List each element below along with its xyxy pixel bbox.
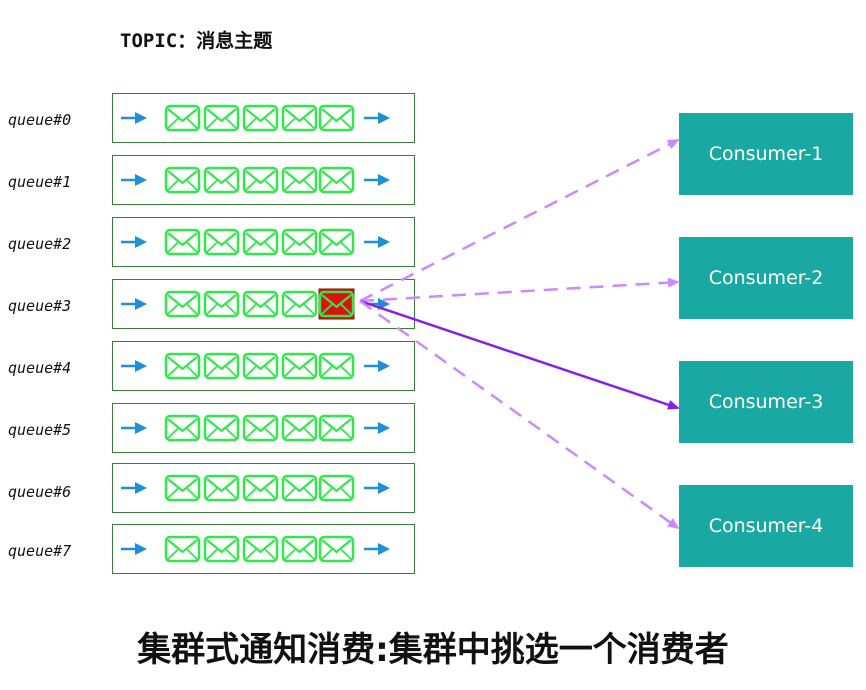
consumer-box: Consumer-2: [679, 237, 853, 319]
envelope-icon: [242, 104, 279, 132]
right-arrow-icon: [364, 174, 390, 186]
queue-label: queue#3: [8, 297, 72, 315]
right-arrow-icon: [121, 482, 147, 494]
right-arrow-icon: [121, 174, 147, 186]
dispatch-arrow-dashed: [359, 299, 680, 530]
envelope-icon: [281, 535, 318, 563]
envelope-icon: [242, 535, 279, 563]
dispatch-arrow-dashed: [359, 277, 680, 303]
dispatch-arrow-solid: [359, 299, 680, 410]
consumer-label: Consumer-2: [708, 267, 824, 289]
envelope-icon: [203, 290, 240, 318]
envelope-icon: [318, 352, 355, 380]
right-arrow-icon: [121, 298, 147, 310]
queue-label: queue#1: [8, 173, 72, 191]
envelope-icon: [281, 166, 318, 194]
envelope-icon: [203, 414, 240, 442]
envelope-icon: [318, 288, 355, 320]
envelope-icon: [242, 352, 279, 380]
right-arrow-icon: [121, 236, 147, 248]
envelope-icon: [281, 104, 318, 132]
envelope-icon: [281, 414, 318, 442]
envelope-icon: [281, 352, 318, 380]
footer-caption: 集群式通知消费:集群中挑选一个消费者: [137, 630, 729, 670]
consumer-box: Consumer-4: [679, 485, 853, 567]
queue-label: queue#6: [8, 483, 72, 501]
envelope-icon: [242, 414, 279, 442]
envelope-icon: [203, 104, 240, 132]
envelope-icon: [203, 474, 240, 502]
envelope-icon: [203, 166, 240, 194]
topic-title: TOPIC：消息主题: [120, 30, 273, 52]
queue-label: queue#4: [8, 359, 72, 377]
envelope-icon: [281, 290, 318, 318]
envelope-icon: [203, 228, 240, 256]
consumer-label: Consumer-4: [708, 515, 824, 537]
right-arrow-icon: [121, 360, 147, 372]
right-arrow-icon: [121, 422, 147, 434]
consumer-box: Consumer-1: [679, 113, 853, 195]
queue-label: queue#0: [8, 111, 72, 129]
right-arrow-icon: [121, 112, 147, 124]
envelope-icon: [242, 166, 279, 194]
queue-label: queue#2: [8, 235, 72, 253]
right-arrow-icon: [121, 543, 147, 555]
envelope-icon: [203, 535, 240, 563]
envelope-icon: [242, 290, 279, 318]
envelope-icon: [164, 535, 201, 563]
envelope-icon: [164, 474, 201, 502]
envelope-icon: [242, 228, 279, 256]
right-arrow-icon: [364, 236, 390, 248]
right-arrow-icon: [364, 112, 390, 124]
right-arrow-icon: [364, 422, 390, 434]
envelope-icon: [281, 228, 318, 256]
queue-label: queue#5: [8, 421, 72, 439]
envelope-icon: [164, 104, 201, 132]
envelope-icon: [318, 104, 355, 132]
consumer-label: Consumer-1: [708, 143, 824, 165]
envelope-icon: [318, 474, 355, 502]
right-arrow-icon: [364, 360, 390, 372]
envelope-icon: [318, 166, 355, 194]
envelope-icon: [318, 228, 355, 256]
envelope-icon: [164, 166, 201, 194]
right-arrow-icon: [364, 543, 390, 555]
dispatch-arrow-dashed: [359, 138, 680, 303]
envelope-icon: [164, 228, 201, 256]
envelope-icon: [318, 414, 355, 442]
envelope-icon: [318, 535, 355, 563]
right-arrow-icon: [364, 482, 390, 494]
envelope-icon: [281, 474, 318, 502]
consumer-label: Consumer-3: [708, 391, 824, 413]
envelope-icon: [164, 414, 201, 442]
envelope-icon: [242, 474, 279, 502]
queue-label: queue#7: [8, 542, 72, 560]
envelope-icon: [203, 352, 240, 380]
envelope-icon: [164, 290, 201, 318]
envelope-icon: [164, 352, 201, 380]
consumer-box: Consumer-3: [679, 361, 853, 443]
